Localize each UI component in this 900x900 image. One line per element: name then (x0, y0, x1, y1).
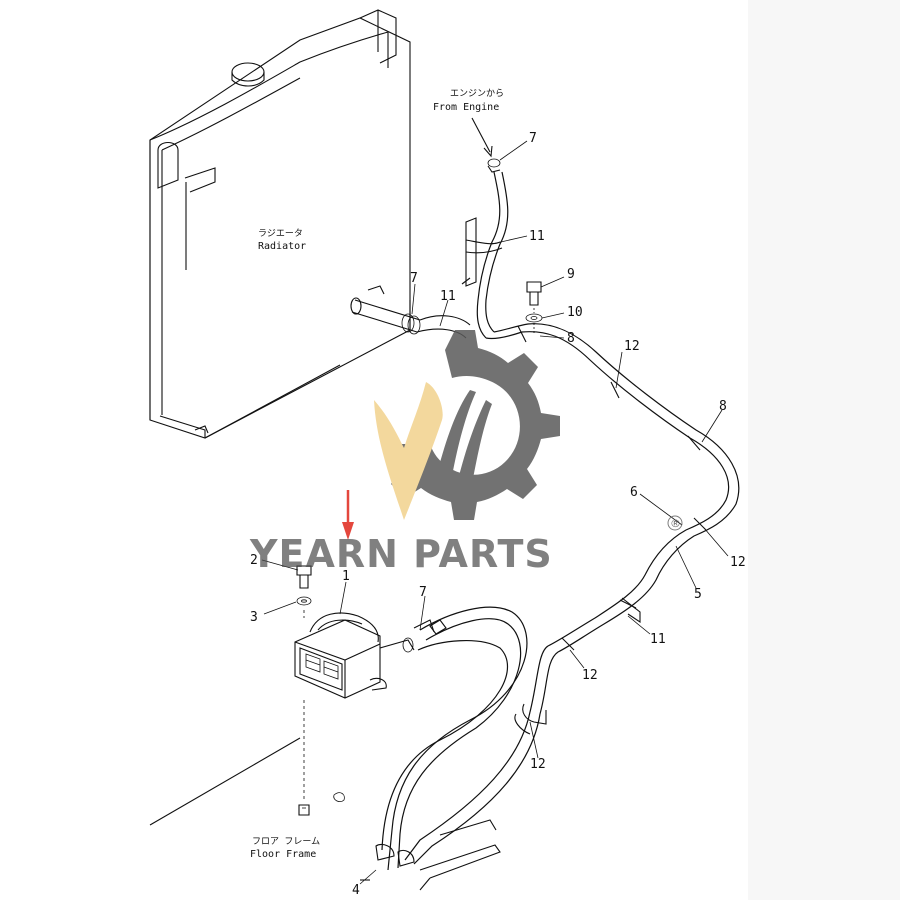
callout-12-top: 12 (624, 339, 640, 354)
gear-icon (391, 330, 560, 520)
callout-3: 3 (250, 610, 258, 625)
watermark-logo: YEARN PARTS ® (249, 330, 683, 576)
callout-11-lower: 11 (650, 632, 666, 647)
callout-7-heater: 7 (419, 585, 427, 600)
callout-8-right: 8 (719, 399, 727, 414)
callout-10: 10 (567, 305, 583, 320)
callout-5: 5 (694, 587, 702, 602)
callout-9: 9 (567, 267, 575, 282)
arrow-down-icon (342, 490, 354, 540)
callout-7-radiator: 7 (410, 271, 418, 286)
callout-6: 6 (630, 485, 638, 500)
watermark-registered: ® (670, 517, 681, 530)
callout-4: 4 (352, 883, 360, 898)
callout-7-engine: 7 (529, 131, 537, 146)
floor-frame-label-en: Floor Frame (250, 849, 316, 860)
callout-11-engine: 11 (529, 229, 545, 244)
engine-hose (461, 117, 509, 339)
radiator-label-en: Radiator (258, 241, 306, 252)
callout-leaders (261, 140, 729, 885)
callout-12-bottom: 12 (530, 757, 546, 772)
floor-hoses (375, 606, 541, 871)
radiator-label-jp: ラジエータ (258, 228, 303, 239)
from-engine-label-jp: エンジンから (450, 88, 504, 99)
radiator-drawing (149, 9, 471, 439)
floor-frame-drawing (149, 737, 501, 891)
callout-12-right: 12 (730, 555, 746, 570)
from-engine-label-en: From Engine (433, 102, 499, 113)
callout-11-radiator: 11 (440, 289, 456, 304)
callout-8-top: 8 (567, 331, 575, 346)
floor-frame-label-jp: フロア フレーム (252, 836, 320, 847)
bolt-washer-set (525, 281, 543, 334)
main-hose-run (485, 323, 740, 735)
watermark-brand: YEARN PARTS (249, 532, 553, 576)
heater-unit-drawing (294, 565, 415, 816)
right-margin-strip (748, 0, 900, 900)
callout-2: 2 (250, 553, 258, 568)
callout-1: 1 (342, 569, 350, 584)
leaf-icon (374, 382, 443, 520)
callout-12-middle: 12 (582, 668, 598, 683)
